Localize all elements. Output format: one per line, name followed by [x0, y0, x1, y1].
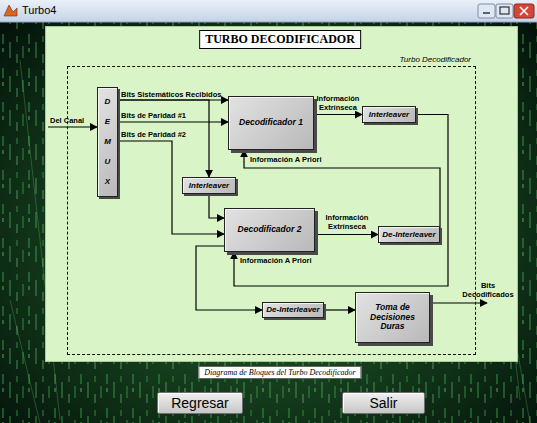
- title-bar-edge: [0, 22, 537, 23]
- edge-label: Información A Priori: [240, 256, 312, 265]
- push-button: Salir: [342, 392, 425, 414]
- diagram-title: TURBO DECODIFICADOR: [199, 30, 361, 49]
- deinterleaver-block: De-Interleaver: [262, 302, 324, 318]
- edge-label: Información A Priori: [250, 155, 322, 164]
- block-label: Decodificador 1: [239, 118, 303, 128]
- close-glyph: [520, 7, 528, 15]
- edge-label: Bits de Paridad #1: [121, 111, 186, 120]
- block-label: D E M U X: [104, 92, 112, 192]
- edge-label: Bits de Paridad #2: [121, 130, 186, 139]
- edge-label: Información Extrínseca: [314, 94, 362, 112]
- block-label: De-Interleaver: [382, 230, 435, 239]
- diagram-caption: Diagrama de Bloques del Turbo Decodifica…: [198, 366, 361, 379]
- block-label: Decodificador 2: [238, 225, 302, 235]
- window-title: Turbo4: [22, 4, 56, 16]
- signal-label: Del Canal: [50, 116, 84, 125]
- deinterleaver-block: De-Interleaver: [378, 226, 440, 243]
- input-wire: [48, 126, 97, 127]
- signal-arrow: [314, 114, 362, 115]
- edge-label: Información Extrínseca: [316, 213, 378, 231]
- title-bar: [0, 0, 537, 22]
- signal-arrow: [118, 100, 209, 177]
- matrix-rain: [0, 22, 537, 423]
- signal-label: Bits Decodificados: [460, 281, 516, 299]
- signal-arrow: [196, 246, 262, 310]
- maximize-button: [496, 4, 513, 18]
- minimize-button: [478, 4, 495, 18]
- edge-label: Bits Sistemáticos Recibidos: [121, 90, 221, 99]
- minimize-glyph: [483, 12, 490, 14]
- signal-arrow: [315, 234, 378, 235]
- block-label: Toma de Decisiones Duras: [365, 303, 421, 332]
- button-label: Salir: [369, 395, 397, 411]
- close-button: [514, 4, 534, 18]
- block-label: Interleaver: [189, 181, 229, 190]
- decoder-block: Decodificador 2: [224, 208, 315, 252]
- region-heading: Turbo Decodificador: [400, 55, 471, 64]
- block-label: Interleaver: [369, 110, 409, 119]
- block-label: De-Interleaver: [266, 305, 319, 314]
- signal-arrow: [324, 309, 355, 310]
- interleaver-block: Interleaver: [362, 106, 416, 123]
- maximize-glyph: [500, 7, 509, 14]
- decoder-region: Turbo DecodificadorD E M U XDecodificado…: [67, 66, 476, 355]
- output-wire: [430, 302, 487, 303]
- app-icon: [4, 5, 17, 16]
- button-label: Regresar: [171, 395, 229, 411]
- interleaver-block: Interleaver: [182, 177, 236, 194]
- signal-arrow: [118, 121, 228, 122]
- push-button: Regresar: [157, 392, 243, 414]
- decision-block: Toma de Decisiones Duras: [355, 292, 430, 343]
- demux-block: D E M U X: [97, 87, 118, 197]
- decoder-block: Decodificador 1: [228, 96, 314, 150]
- signal-arrow: [209, 194, 224, 218]
